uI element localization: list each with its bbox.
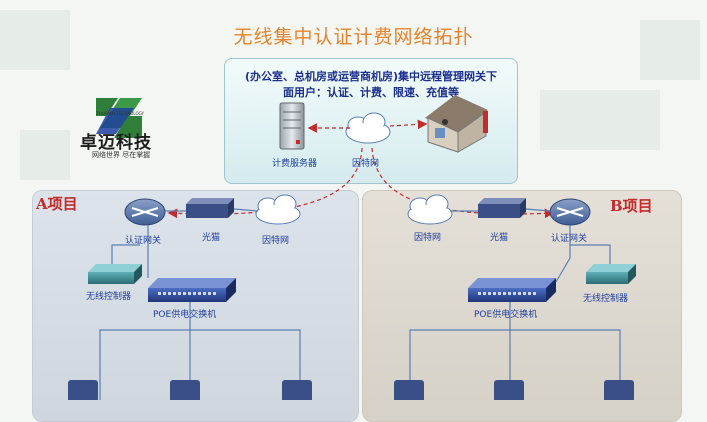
bg-decoration [640, 20, 700, 80]
central-description-line1: (办公室、总机房或运营商机房)集中远程管理网关下 [244, 70, 498, 83]
project-a-access-point-icon [170, 380, 200, 400]
bg-decoration [0, 10, 70, 70]
project-b-modem-label: 光猫 [490, 233, 509, 243]
page-title: 无线集中认证计费网络拓扑 [233, 26, 474, 48]
internet-cloud-icon [345, 112, 391, 144]
logo-english: ZHUOMAI TECHNOLOGY [96, 111, 144, 116]
internet-label: 因特网 [352, 159, 380, 169]
project-a-controller-label: 无线控制器 [86, 292, 132, 302]
project-a-modem-icon [186, 198, 234, 218]
project-a-gateway-icon [124, 198, 166, 226]
project-b-gateway-icon [549, 198, 591, 226]
project-b-gateway-label: 认证网关 [551, 234, 588, 244]
project-b-internet-label: 因特网 [414, 233, 442, 243]
project-a-poe-switch-label: POE供电交换机 [153, 310, 217, 320]
billing-server-icon [279, 102, 305, 150]
project-b-modem-icon [478, 198, 526, 218]
project-a-modem-label: 光猫 [202, 233, 221, 243]
project-a-internet-cloud-icon [255, 194, 301, 225]
project-a-label: A项目 [36, 195, 78, 213]
project-a-poe-switch-icon [148, 278, 236, 302]
project-b-access-point-icon [494, 380, 524, 400]
project-b-poe-switch-icon [468, 278, 556, 302]
project-b-controller-icon [586, 264, 636, 284]
bg-decoration [540, 90, 660, 150]
logo-slogan: 网络世界 尽在掌握 [92, 151, 151, 159]
central-description-line2: 面用户：认证、计费、限速、充值等 [283, 86, 459, 99]
project-b-internet-cloud-icon [407, 194, 453, 225]
project-a-gateway-label: 认证网关 [125, 236, 162, 246]
bg-decoration [20, 130, 70, 180]
company-logo [96, 98, 142, 138]
topology-diagram [68, 95, 636, 400]
billing-server-label: 计费服务器 [272, 159, 318, 169]
project-a-internet-label: 因特网 [262, 236, 290, 246]
central-management-panel: (办公室、总机房或运营商机房)集中远程管理网关下 面用户：认证、计费、限速、充值… [224, 58, 518, 184]
project-a-access-point-icon [68, 380, 98, 400]
project-b-access-point-icon [394, 380, 424, 400]
project-b-controller-label: 无线控制器 [583, 294, 629, 304]
office-house-icon [425, 95, 488, 153]
project-b-poe-switch-label: POE供电交换机 [474, 310, 538, 320]
project-a-access-point-icon [282, 380, 312, 400]
project-b-access-point-icon [604, 380, 634, 400]
project-a-controller-icon [88, 264, 142, 284]
central-description: (办公室、总机房或运营商机房)集中远程管理网关下 面用户：认证、计费、限速、充值… [225, 69, 517, 101]
logo-name: 卓迈科技 [80, 133, 152, 153]
project-b-label: B项目 [610, 197, 653, 215]
